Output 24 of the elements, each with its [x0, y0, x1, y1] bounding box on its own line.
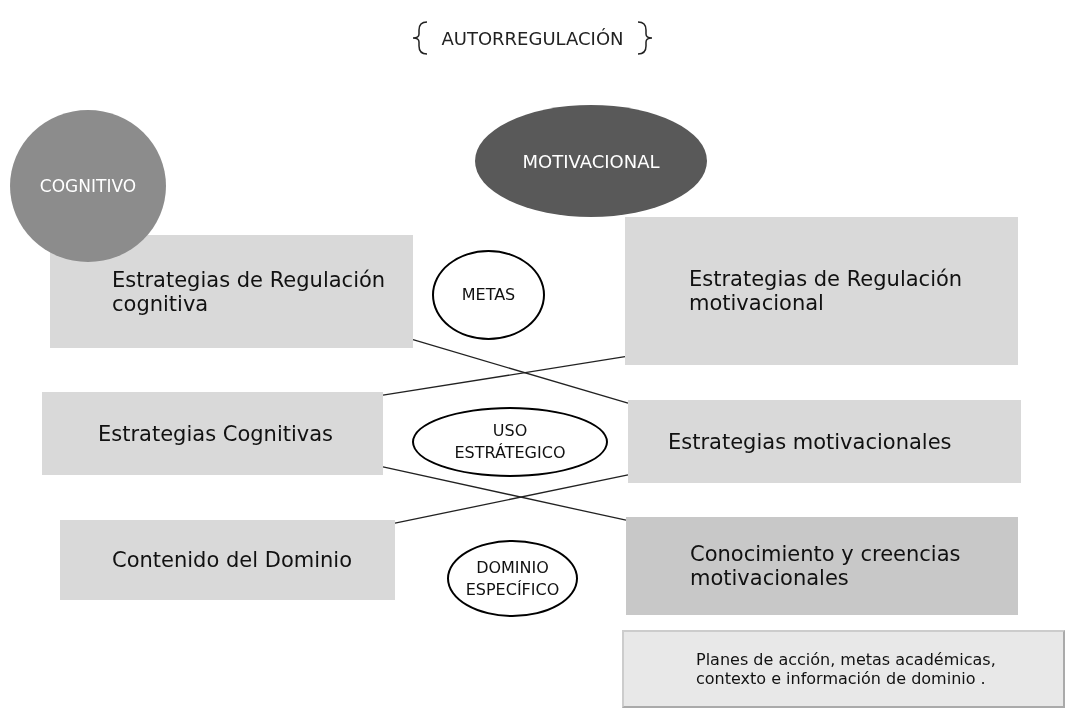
concept-label: USO ESTRÁTEGICO [453, 420, 567, 464]
strategy-box [50, 235, 413, 348]
strategy-box [60, 520, 395, 600]
connector-line [382, 466, 627, 521]
note-panel [622, 630, 1065, 708]
strategy-box [628, 400, 1021, 483]
connector-line [382, 356, 626, 396]
box-label: Planes de acción, metas académicas, contexto e información de dominio . [696, 650, 997, 688]
box-label: Estrategias de Regulación motivacional [689, 267, 964, 315]
strategy-box [625, 217, 1018, 365]
box-label: Estrategias Cognitivas [98, 421, 334, 446]
connector-line [394, 474, 629, 524]
box-label: Estrategias motivacionales [668, 429, 952, 454]
concept-label: DOMINIO ESPECÍFICO [464, 556, 561, 601]
strategy-box [42, 392, 383, 475]
strategy-box [626, 517, 1018, 615]
box-label: Conocimiento y creencias motivacionales [690, 542, 962, 590]
concept-label: MOTIVACIONAL [522, 150, 660, 172]
box-label: Contenido del Dominio [112, 548, 353, 572]
concept-label: METAS [461, 284, 516, 306]
connector-line [412, 339, 629, 404]
concept-label: COGNITIVO [39, 176, 137, 196]
box-label: Estrategias de Regulación cognitiva [112, 267, 387, 316]
diagram-title: AUTORREGULACIÓN [441, 27, 624, 49]
